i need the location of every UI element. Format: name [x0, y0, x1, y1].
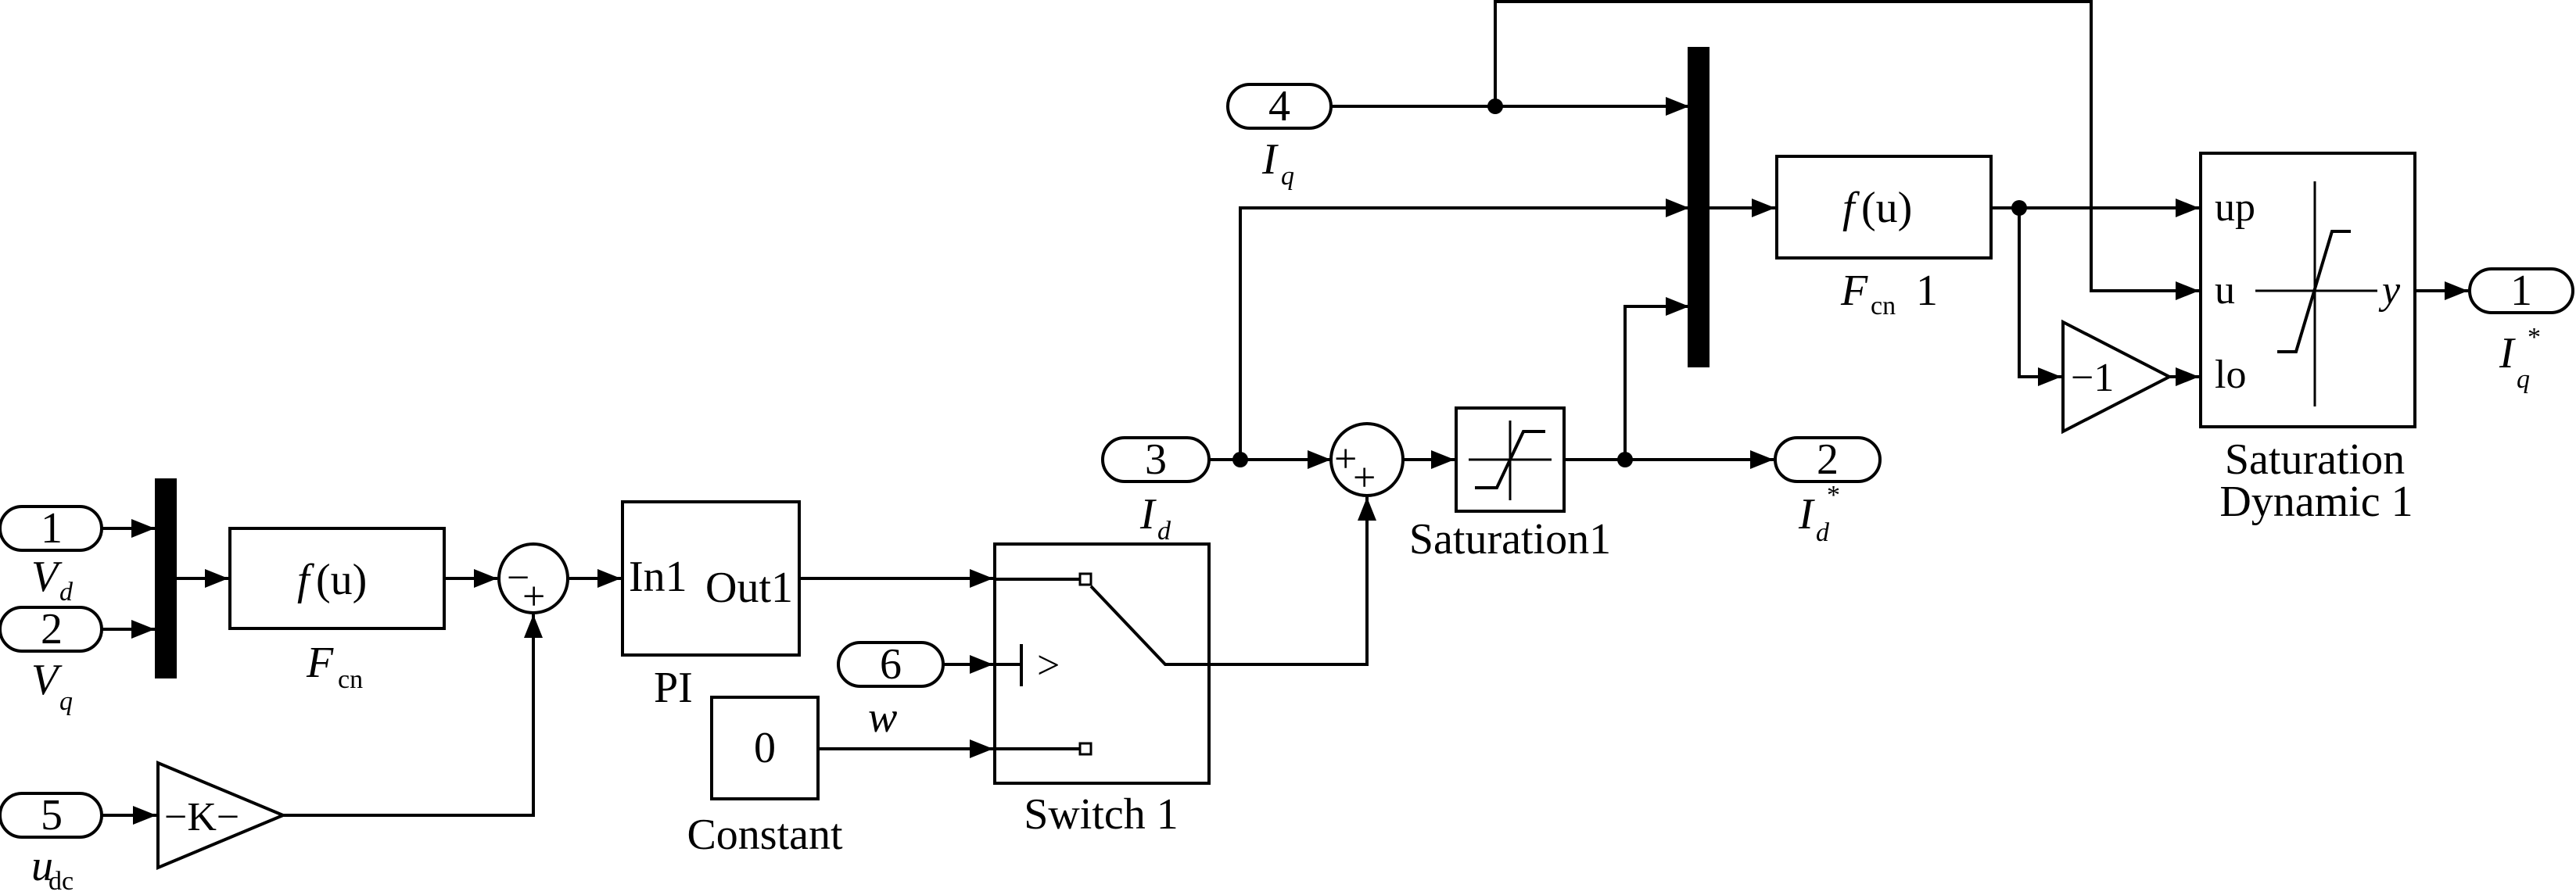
inport-1-subscript: d	[59, 578, 74, 607]
inport-1-symbol: V	[31, 553, 63, 601]
satdyn-port-lo: lo	[2215, 353, 2246, 397]
fcn-block[interactable]: f (u) F cn	[228, 527, 446, 694]
outport-2[interactable]: 2 I d *	[1774, 435, 1882, 547]
outport-1-symbol: I	[2499, 329, 2516, 378]
outport-1-number: 1	[2510, 267, 2532, 315]
sum-2-sign-2: +	[1353, 456, 1376, 500]
switch-op: >	[1037, 643, 1060, 688]
switch-label: Switch 1	[1024, 790, 1179, 839]
pi-block[interactable]: In1 Out1 PI	[621, 500, 801, 712]
inport-5-symbol: u	[31, 842, 53, 890]
inport-4-symbol: I	[1261, 135, 1279, 184]
sum-block-2[interactable]: + +	[1329, 422, 1405, 500]
inport-1-number: 1	[41, 504, 63, 553]
gain-k-text: −K−	[164, 795, 239, 840]
outport-2-symbol: I	[1798, 490, 1815, 539]
inport-5-number: 5	[41, 791, 63, 840]
inport-2-subscript: q	[59, 687, 73, 716]
inport-3-symbol: I	[1139, 490, 1157, 539]
sum-1-sign-1: −	[507, 556, 529, 600]
inport-4[interactable]: 4 I q	[1226, 82, 1333, 191]
saturation-block[interactable]: Saturation1	[1409, 406, 1611, 564]
satdyn-label-1: Saturation	[2225, 435, 2405, 484]
inport-2-number: 2	[41, 605, 63, 653]
fcn1-label-sub: cn	[1871, 292, 1896, 320]
pi-out-port: Out1	[705, 564, 793, 612]
sum-2-sign-1: +	[1334, 437, 1357, 482]
constant-label: Constant	[687, 811, 843, 859]
constant-block[interactable]: 0 Constant	[687, 696, 843, 859]
outport-2-superscript: *	[1827, 481, 1840, 510]
switch-contact-top	[1078, 572, 1092, 586]
signal-lines	[102, 0, 2468, 825]
inport-3[interactable]: 3 I d	[1101, 435, 1211, 546]
fcn1-block[interactable]: f (u) F cn 1	[1775, 155, 1993, 320]
inport-6-symbol: w	[868, 693, 897, 742]
inport-3-number: 3	[1145, 435, 1167, 484]
inport-4-subscript: q	[1281, 162, 1294, 191]
gain-neg1-text: −1	[2071, 356, 2114, 400]
inport-5-subscript: dc	[48, 867, 74, 895]
inport-4-number: 4	[1268, 82, 1290, 131]
pi-label: PI	[654, 664, 693, 712]
sum-1-sign-2: +	[522, 575, 545, 619]
inport-2[interactable]: 2 V q	[0, 605, 103, 716]
gain-k-block[interactable]: −K−	[156, 760, 288, 871]
inport-3-subscript: d	[1157, 517, 1171, 546]
fcn1-label: F	[1840, 267, 1868, 315]
outport-1-subscript: q	[2517, 365, 2530, 394]
satdyn-port-up: up	[2215, 185, 2255, 230]
outport-2-subscript: d	[1816, 518, 1830, 547]
sum-block-1[interactable]: − +	[497, 542, 569, 619]
junction-dots	[1232, 98, 2027, 467]
fcn-u: (u)	[316, 556, 367, 604]
inport-2-symbol: V	[31, 656, 63, 704]
switch-block[interactable]: > Switch 1	[993, 542, 1211, 839]
inport-5[interactable]: 5 u dc	[0, 791, 103, 895]
saturation-dynamic-block[interactable]: up u lo y Saturation Dynamic 1	[2199, 152, 2416, 526]
mux-2[interactable]	[1688, 47, 1710, 367]
constant-value: 0	[754, 724, 776, 772]
outport-1[interactable]: 1 I q *	[2468, 267, 2574, 394]
mux-1[interactable]	[155, 478, 177, 678]
gain-neg1-block[interactable]: −1	[2061, 319, 2173, 435]
inport-6-number: 6	[880, 640, 902, 689]
inport-1[interactable]: 1 V d	[0, 504, 103, 607]
switch-contact-bottom	[1078, 742, 1092, 756]
fcn1-u: (u)	[1861, 184, 1912, 232]
saturation-label: Saturation1	[1409, 515, 1611, 564]
inport-6[interactable]: 6 w	[837, 640, 945, 742]
fcn1-label-suffix: 1	[1916, 267, 1938, 315]
satdyn-label-2: Dynamic 1	[2219, 478, 2413, 526]
satdyn-port-y: y	[2378, 268, 2401, 313]
fcn-label-sub: cn	[338, 665, 363, 694]
pi-in-port: In1	[629, 553, 687, 601]
fcn-label: F	[306, 639, 334, 687]
satdyn-port-u: u	[2215, 268, 2235, 313]
outport-2-number: 2	[1817, 435, 1839, 484]
outport-1-superscript: *	[2528, 323, 2541, 352]
